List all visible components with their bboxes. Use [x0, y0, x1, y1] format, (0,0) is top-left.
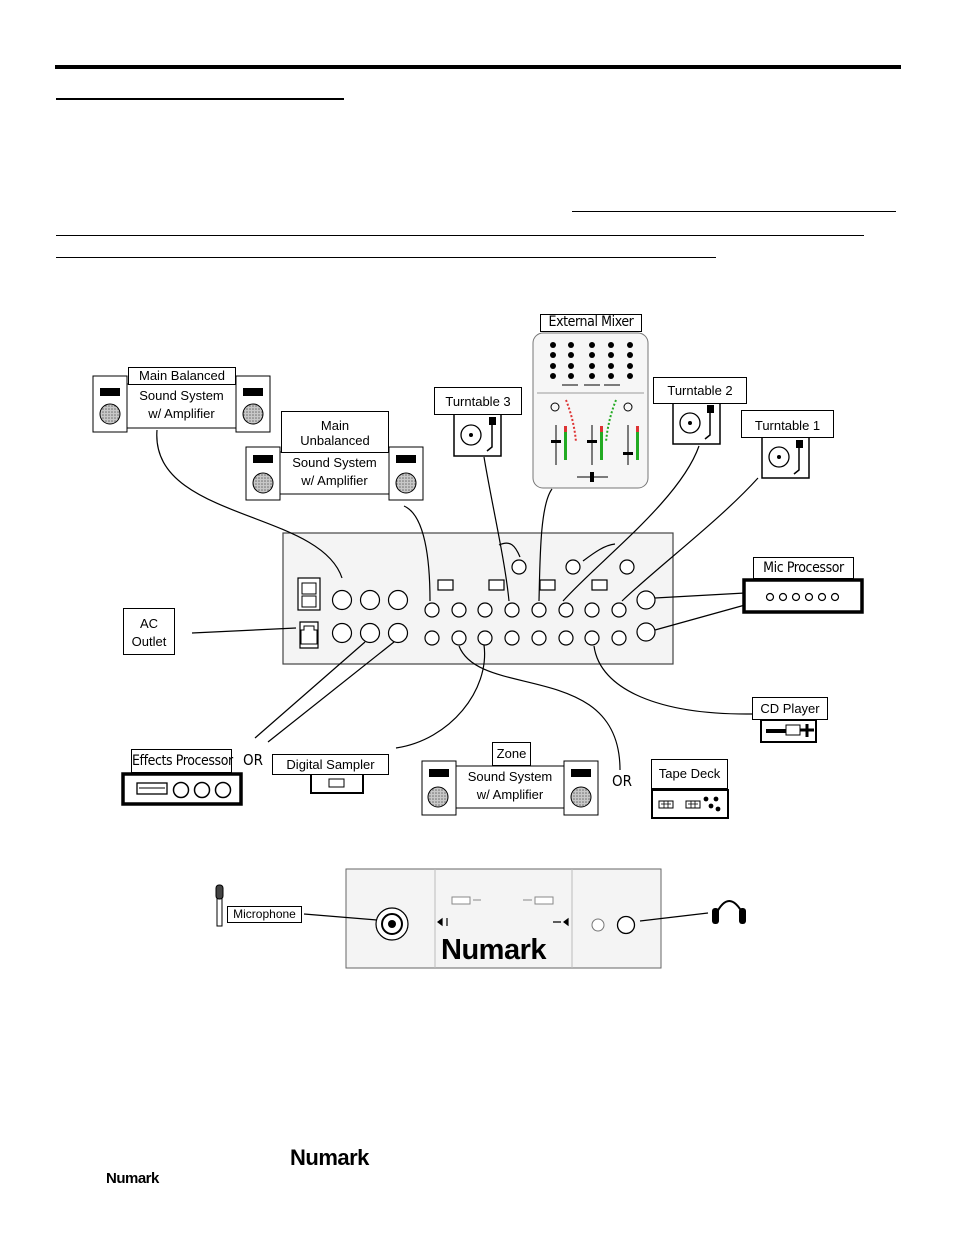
turntable-3-label: Turntable 3 — [434, 387, 522, 415]
text-underline-2 — [56, 235, 864, 236]
zone-label: Zone — [492, 742, 531, 766]
headphones-icon — [712, 900, 746, 924]
cd-player-label: CD Player — [752, 697, 828, 720]
mic-processor-icon — [742, 578, 864, 614]
cd-player-icon — [760, 719, 817, 743]
main-unbalanced-sound-system-label: Sound System w/ Amplifier — [292, 455, 377, 488]
main-unbalanced-speakers — [245, 446, 424, 501]
rear-panel-jacks — [331, 559, 656, 646]
effects-processor-icon — [121, 772, 243, 806]
main-balanced-sound-system-label: Sound System w/ Amplifier — [139, 388, 224, 421]
external-mixer-icon — [532, 332, 649, 489]
or-text-1: OR — [243, 751, 263, 769]
microphone-label: Microphone — [227, 906, 302, 923]
tape-deck-icon — [651, 789, 729, 819]
effects-processor-label: Effects Processor — [131, 749, 233, 773]
footer-numark-logo-large: Numark — [290, 1145, 369, 1170]
footer-numark-logo-small: Numark — [106, 1170, 159, 1187]
external-mixer-label: External Mixer — [540, 314, 642, 332]
or-text-2: OR — [612, 772, 632, 790]
digital-sampler-label: Digital Sampler — [272, 754, 389, 775]
zone-sound-system-label: Sound System w/ Amplifier — [467, 769, 553, 802]
section-heading-underline — [56, 98, 344, 100]
digital-sampler-icon — [310, 773, 364, 794]
main-unbalanced-label: Main Unbalanced — [281, 411, 389, 453]
turntable-2-label: Turntable 2 — [653, 377, 747, 404]
turntable-2-icon — [672, 401, 721, 445]
text-underline-3 — [56, 257, 716, 258]
main-balanced-label: Main Balanced — [128, 367, 236, 385]
ac-outlet-label: AC Outlet — [123, 608, 175, 655]
front-panel — [345, 868, 662, 969]
mic-processor-label: Mic Processor — [753, 557, 854, 579]
main-balanced-speakers — [92, 375, 271, 433]
turntable-1-label: Turntable 1 — [741, 410, 834, 438]
tape-deck-label: Tape Deck — [651, 759, 728, 789]
cables — [156, 429, 759, 922]
top-heavy-rule — [55, 65, 901, 69]
zone-speakers — [421, 760, 599, 816]
turntable-1-icon — [761, 436, 810, 479]
text-underline-1 — [572, 211, 896, 212]
turntable-3-icon — [453, 413, 502, 457]
microphone-icon — [215, 884, 224, 927]
front-panel-numark-logo: Numark — [441, 934, 547, 966]
